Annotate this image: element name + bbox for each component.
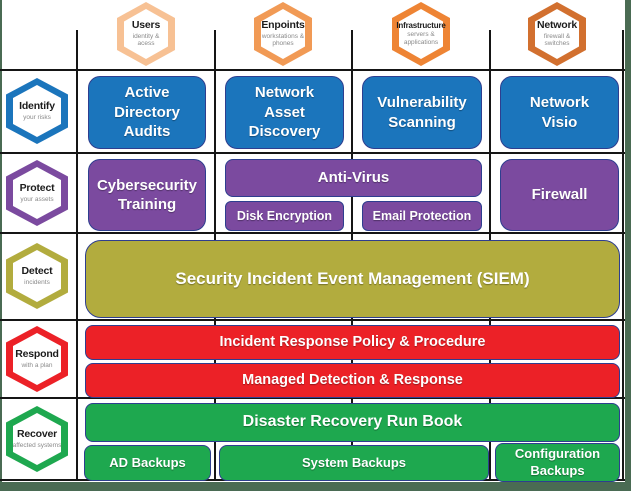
row-title-protect: Protect (19, 181, 55, 194)
row-title-respond: Respond (15, 347, 59, 360)
row-hexagon-recover: Recover affected systems (6, 406, 68, 472)
box-incident-response-policy: Incident Response Policy & Procedure (85, 325, 620, 360)
box-configuration-backups: Configuration Backups (495, 443, 620, 482)
box-ad-backups: AD Backups (84, 445, 211, 481)
row-hexagon-identify: Identify your risks (6, 78, 68, 144)
row-hexagon-detect: Detect incidents (6, 243, 68, 309)
column-subtitle-infrastructure: servers & applications (403, 31, 439, 46)
box-email-protection: Email Protection (362, 201, 482, 231)
row-title-detect: Detect (21, 264, 53, 277)
row-hexagon-respond: Respond with a plan (6, 326, 68, 392)
grid-line-h5 (0, 397, 625, 399)
column-hexagon-users: Users identity & acess (117, 2, 175, 66)
row-subtitle-protect: your assets (20, 195, 54, 203)
box-siem: Security Incident Event Management (SIEM… (85, 240, 620, 318)
box-network-asset-discovery: Network Asset Discovery (225, 76, 344, 149)
row-subtitle-identify: your risks (23, 113, 51, 121)
box-network-visio: Network Visio (500, 76, 619, 149)
column-title-infrastructure: Infrastructure (396, 20, 446, 30)
column-hexagon-infrastructure: Infrastructure servers & applications (392, 2, 450, 66)
column-title-network: Network (536, 19, 578, 32)
grid-line-h2 (0, 152, 625, 154)
row-subtitle-recover: affected systems (12, 441, 62, 449)
column-subtitle-network: firewall & switches (543, 32, 571, 48)
row-hexagon-protect: Protect your assets (6, 160, 68, 226)
column-subtitle-users: identity & acess (132, 32, 160, 48)
box-system-backups: System Backups (219, 445, 489, 481)
column-hexagon-network: Network firewall & switches (528, 2, 586, 66)
column-title-enpoints: Enpoints (261, 19, 305, 32)
grid-line-h4 (0, 319, 625, 321)
grid-line-v1 (76, 30, 78, 481)
row-subtitle-respond: with a plan (21, 361, 53, 369)
box-managed-detection-response: Managed Detection & Response (85, 363, 620, 398)
row-subtitle-detect: incidents (24, 278, 50, 286)
column-hexagon-enpoints: Enpoints workstations & phones (254, 2, 312, 66)
box-active-directory-audits: Active Directory Audits (88, 76, 206, 149)
grid-line-h1 (0, 69, 625, 71)
row-title-identify: Identify (19, 99, 55, 112)
grid-line-v-right (622, 30, 624, 481)
box-anti-virus: Anti-Virus (225, 159, 482, 197)
box-cybersecurity-training: Cybersecurity Training (88, 159, 206, 231)
box-firewall: Firewall (500, 159, 619, 231)
grid-line-h3 (0, 232, 625, 234)
row-title-recover: Recover (16, 427, 58, 440)
column-title-users: Users (131, 19, 161, 32)
box-disaster-recovery-run-book: Disaster Recovery Run Book (85, 403, 620, 442)
box-disk-encryption: Disk Encryption (225, 201, 344, 231)
box-vulnerability-scanning: Vulnerability Scanning (362, 76, 482, 149)
column-subtitle-enpoints: workstations & phones (261, 32, 305, 48)
